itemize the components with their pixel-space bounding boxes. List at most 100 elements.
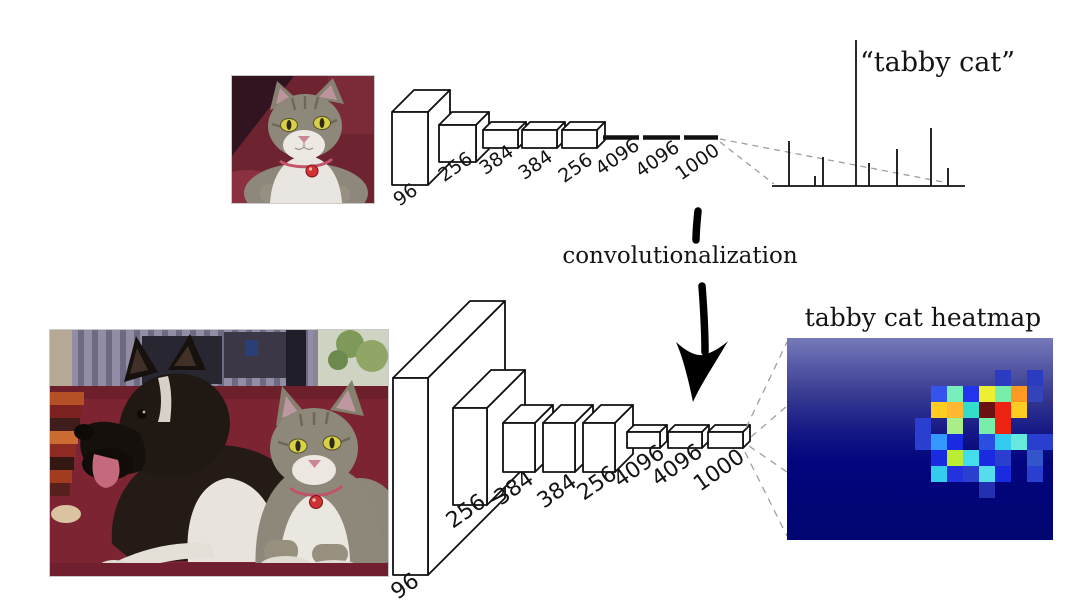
heatmap-cell <box>915 418 931 434</box>
cat-ear-right-inner <box>319 85 337 100</box>
heatmap-cell <box>963 402 979 418</box>
tabby-stripes <box>271 96 338 129</box>
heatmap-cell <box>979 466 995 482</box>
input-photo-cat <box>231 75 375 204</box>
heatmap-cell <box>1027 434 1043 450</box>
conv-layer-box <box>521 129 558 149</box>
dashed-connector <box>745 341 788 429</box>
cat-mouth <box>294 143 314 150</box>
heatmap-cell <box>979 482 995 498</box>
heatmap-cell <box>1011 386 1027 402</box>
heatmap-cell <box>995 466 1011 482</box>
dog-cat-photo-art <box>50 330 388 576</box>
convolutionalization-label: convolutionalization <box>562 243 798 269</box>
cat <box>255 380 388 576</box>
heatmap-cell <box>1027 370 1043 386</box>
cat-head <box>270 408 358 488</box>
dog-ear-left-inner <box>130 348 148 374</box>
tabby-cat-heatmap <box>787 338 1053 540</box>
conv-layer-box <box>542 422 576 473</box>
foliage <box>328 350 348 370</box>
dashed-connector <box>719 138 949 184</box>
heatmap-cell <box>963 450 979 466</box>
heatmap-cell <box>931 402 947 418</box>
heatmap-cell <box>995 450 1011 466</box>
arrow-shaft-lower <box>698 282 709 356</box>
heatmap-cell <box>947 450 963 466</box>
heatmap-cell <box>931 450 947 466</box>
dog-eye-glint <box>142 410 146 414</box>
dog-blaze <box>158 376 172 422</box>
layer-label: 4096 <box>631 136 683 182</box>
couch-front <box>50 563 388 576</box>
heatmap-cell <box>947 434 963 450</box>
heatmap-cell <box>979 418 995 434</box>
cat-pupil-left <box>286 120 292 130</box>
classifier-output-label: “tabby cat” <box>860 47 1016 78</box>
cat-nose <box>298 136 310 143</box>
input-photo-dog-and-cat <box>49 329 389 577</box>
dog-nose <box>74 424 94 440</box>
heatmap-cells <box>787 338 1053 540</box>
conv-layer-box <box>391 111 429 186</box>
heatmap-cell <box>979 450 995 466</box>
heatmap-cell <box>1043 434 1053 450</box>
heatmap-cell <box>995 370 1011 386</box>
label-leader-line <box>490 493 506 502</box>
convolutionalization-arrow <box>676 207 728 402</box>
layer-label: 256 <box>554 149 596 188</box>
dashed-connector <box>748 445 788 473</box>
heatmap-cell <box>947 386 963 402</box>
conv-layer-box <box>438 124 477 163</box>
cat-collar <box>279 157 334 169</box>
conv-layer-box <box>707 431 744 449</box>
conv-layer-box <box>667 431 703 449</box>
top-connector-lines <box>719 138 949 185</box>
cat-nose <box>308 460 321 468</box>
heatmap-cell <box>995 434 1011 450</box>
arrow-shaft-upper <box>692 207 702 244</box>
cat-pupil-right <box>319 118 325 128</box>
layer-label: 384 <box>514 146 556 185</box>
cat <box>244 78 368 203</box>
cat-pupil-right <box>329 437 335 449</box>
dog-paw-tan <box>51 505 81 523</box>
dashed-connector <box>719 141 775 185</box>
cat-photo-art <box>232 76 374 203</box>
heatmap-cell <box>1027 450 1043 466</box>
heatmap-cell <box>995 418 1011 434</box>
heatmap-cell <box>963 386 979 402</box>
heatmap-cell <box>995 402 1011 418</box>
heatmap-cell <box>931 386 947 402</box>
cat-pupil-left <box>295 440 301 452</box>
dog-chest <box>187 478 279 562</box>
heatmap-cell <box>915 434 931 450</box>
dashed-connector <box>744 451 788 537</box>
conv-layer-box <box>626 431 661 449</box>
conv-layer-box <box>502 422 536 473</box>
cat-chest <box>270 156 342 203</box>
classifier-score-chart <box>772 40 965 187</box>
heatmap-title: tabby cat heatmap <box>804 303 1042 332</box>
conv-layer-box <box>452 407 488 506</box>
layer-label: 384 <box>533 469 582 514</box>
layer-label: 1000 <box>671 139 723 185</box>
heatmap-cell <box>931 434 947 450</box>
cat-leg-right <box>312 544 348 564</box>
door-edge <box>50 330 72 388</box>
conv-layer-box <box>582 422 616 473</box>
heatmap-cell <box>947 466 963 482</box>
conv-layer-box <box>482 129 519 149</box>
conv-layer-box <box>561 129 598 149</box>
heatmap-cell <box>1011 402 1027 418</box>
blue-cup <box>246 340 258 356</box>
dashed-connector <box>750 405 788 438</box>
striped-blanket <box>50 392 84 496</box>
heatmap-cell <box>931 466 947 482</box>
heatmap-cell <box>1027 466 1043 482</box>
cat-bell <box>305 164 319 178</box>
dog-tongue <box>92 454 120 488</box>
bottom-connector-lines <box>744 341 788 537</box>
cat-muzzle <box>292 455 336 485</box>
